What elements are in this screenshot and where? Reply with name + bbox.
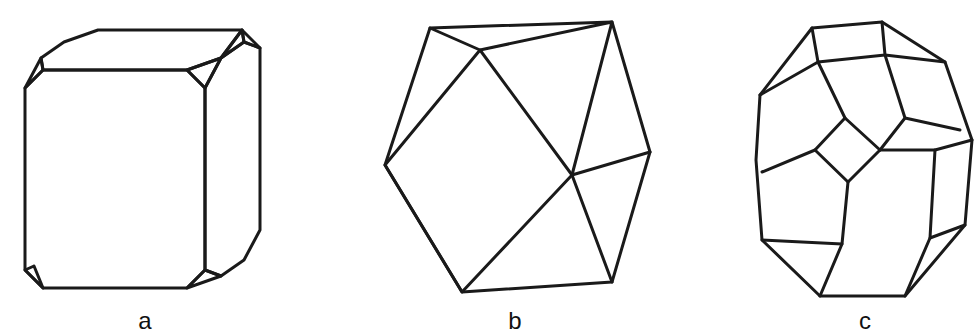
figure-label: b xyxy=(508,309,521,333)
crystal-c xyxy=(756,22,972,296)
figure-label: c xyxy=(859,309,871,333)
crystal-edge xyxy=(885,55,945,62)
crystal-a xyxy=(25,30,260,288)
crystal-face xyxy=(25,266,43,288)
crystal-edge xyxy=(905,118,960,130)
crystal-face xyxy=(242,30,260,48)
crystal-edge xyxy=(820,182,848,296)
crystal-edge xyxy=(762,240,842,244)
crystal-edge xyxy=(905,238,930,296)
crystal-edge xyxy=(880,55,905,150)
crystal-outline xyxy=(385,22,650,292)
crystal-face xyxy=(385,50,572,292)
crystal-edge xyxy=(812,22,885,62)
crystal-outline xyxy=(756,22,972,296)
crystal-edge xyxy=(430,22,650,175)
crystal-face xyxy=(25,70,205,288)
crystal-edge xyxy=(572,175,612,282)
crystal-face xyxy=(187,270,221,288)
crystal-face xyxy=(221,30,244,58)
crystal-face xyxy=(205,42,260,276)
figure-label: a xyxy=(138,309,151,333)
crystal-face xyxy=(25,58,43,88)
crystal-face xyxy=(187,58,221,88)
crystal-edge xyxy=(930,150,965,238)
crystal-b xyxy=(385,22,650,292)
crystal-edge xyxy=(760,62,845,118)
crystal-edge xyxy=(880,140,972,150)
crystal-edge xyxy=(762,150,815,172)
crystal-face xyxy=(41,30,242,70)
crystal-face xyxy=(815,118,880,182)
